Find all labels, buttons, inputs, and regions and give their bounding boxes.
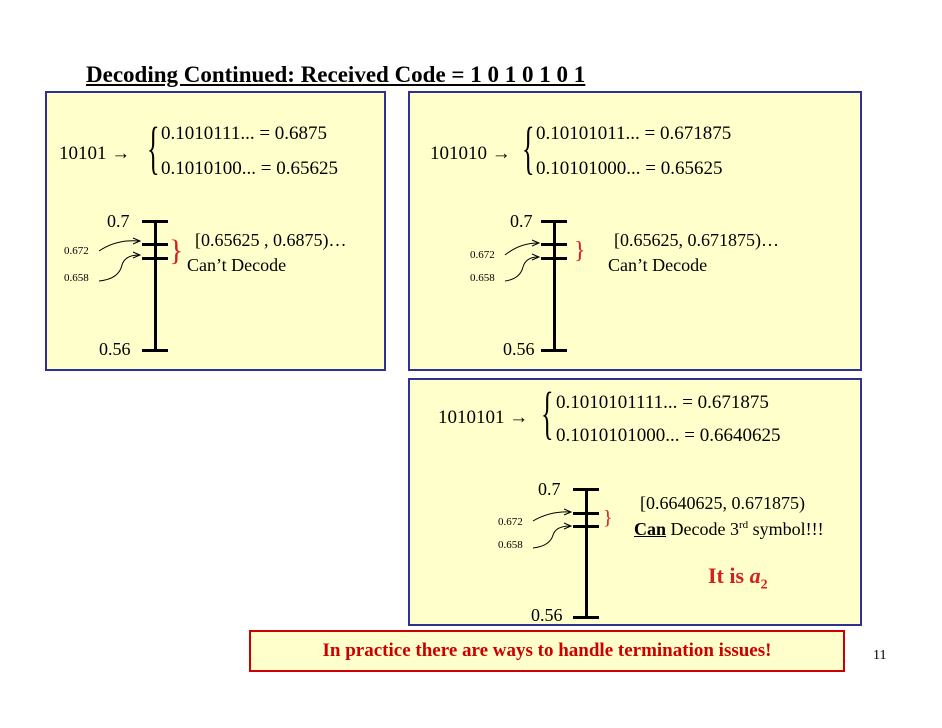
- small-label-lower: 0.658: [64, 272, 89, 284]
- brace-symbol: {: [147, 115, 160, 180]
- lower-marker: [573, 525, 599, 528]
- brace-symbol: {: [541, 380, 554, 445]
- interval-text: [0.65625, 0.671875)…: [614, 230, 779, 250]
- status-sup: rd: [738, 519, 749, 531]
- upper-marker: [573, 512, 599, 515]
- arrow-upper: [532, 508, 573, 549]
- lower-bound-equation: 0.1010100... = 0.65625: [161, 158, 338, 179]
- tick-label-top: 0.7: [538, 479, 561, 499]
- status-text: Can’t Decode: [187, 255, 287, 275]
- small-label-lower: 0.658: [470, 272, 495, 284]
- brace-symbol: {: [522, 115, 535, 180]
- red-brace: }: [169, 234, 184, 267]
- tick-label-bottom: 0.56: [531, 605, 563, 625]
- received-bits: 101010 →: [430, 143, 511, 164]
- tick-label-top: 0.7: [107, 211, 130, 231]
- decode-panel-3: 1010101 → { 0.1010101111... = 0.671875 0…: [408, 378, 862, 626]
- bottom-tick: [573, 616, 599, 619]
- arrow-upper: [504, 239, 541, 282]
- received-bits: 10101 →: [59, 143, 131, 164]
- status-text: Can Decode 3rd symbol!!!: [634, 519, 824, 540]
- lower-marker: [142, 257, 168, 260]
- page-title: Decoding Continued: Received Code = 1 0 …: [86, 62, 586, 87]
- status-text: Can’t Decode: [608, 255, 708, 275]
- status-end: symbol!!!: [748, 519, 824, 539]
- lower-marker: [541, 257, 567, 260]
- bottom-tick: [541, 349, 567, 352]
- result-variable: a: [749, 563, 761, 588]
- received-bits: 1010101 →: [438, 407, 529, 428]
- page-number: 11: [873, 648, 887, 663]
- result-subscript: 2: [760, 577, 768, 593]
- interval-axis: [553, 220, 556, 350]
- upper-marker: [541, 243, 567, 246]
- upper-bound-equation: 0.1010101111... = 0.671875: [556, 392, 769, 413]
- tick-label-top: 0.7: [510, 211, 533, 231]
- interval-axis: [585, 488, 588, 618]
- result-prefix: It is: [708, 563, 750, 588]
- termination-banner: In practice there are ways to handle ter…: [249, 630, 845, 672]
- arrow-upper: [98, 237, 142, 282]
- status-can: Can: [634, 519, 667, 539]
- tick-label-bottom: 0.56: [99, 339, 131, 359]
- interval-text: [0.65625 , 0.6875)…: [195, 230, 347, 250]
- lower-bound-equation: 0.1010101000... = 0.6640625: [556, 425, 781, 446]
- upper-bound-equation: 0.10101011... = 0.671875: [536, 123, 732, 144]
- decoded-result: It is a2: [708, 563, 768, 593]
- small-label-lower: 0.658: [498, 539, 523, 551]
- status-rest: Decode 3: [666, 519, 739, 539]
- decode-panel-2: 101010 → { 0.10101011... = 0.671875 0.10…: [408, 91, 862, 371]
- tick-label-bottom: 0.56: [503, 339, 535, 359]
- small-label-upper: 0.672: [64, 245, 89, 257]
- small-label-upper: 0.672: [498, 516, 523, 528]
- decode-panel-1: 10101 → { 0.1010111... = 0.6875 0.101010…: [45, 91, 386, 371]
- interval-axis: [154, 220, 157, 350]
- interval-text: [0.6640625, 0.671875): [640, 493, 805, 513]
- lower-bound-equation: 0.10101000... = 0.65625: [536, 158, 723, 179]
- upper-marker: [142, 243, 168, 246]
- small-label-upper: 0.672: [470, 249, 495, 261]
- upper-bound-equation: 0.1010111... = 0.6875: [161, 123, 328, 144]
- red-brace: }: [603, 507, 613, 529]
- red-brace: }: [574, 238, 586, 264]
- bottom-tick: [142, 349, 168, 352]
